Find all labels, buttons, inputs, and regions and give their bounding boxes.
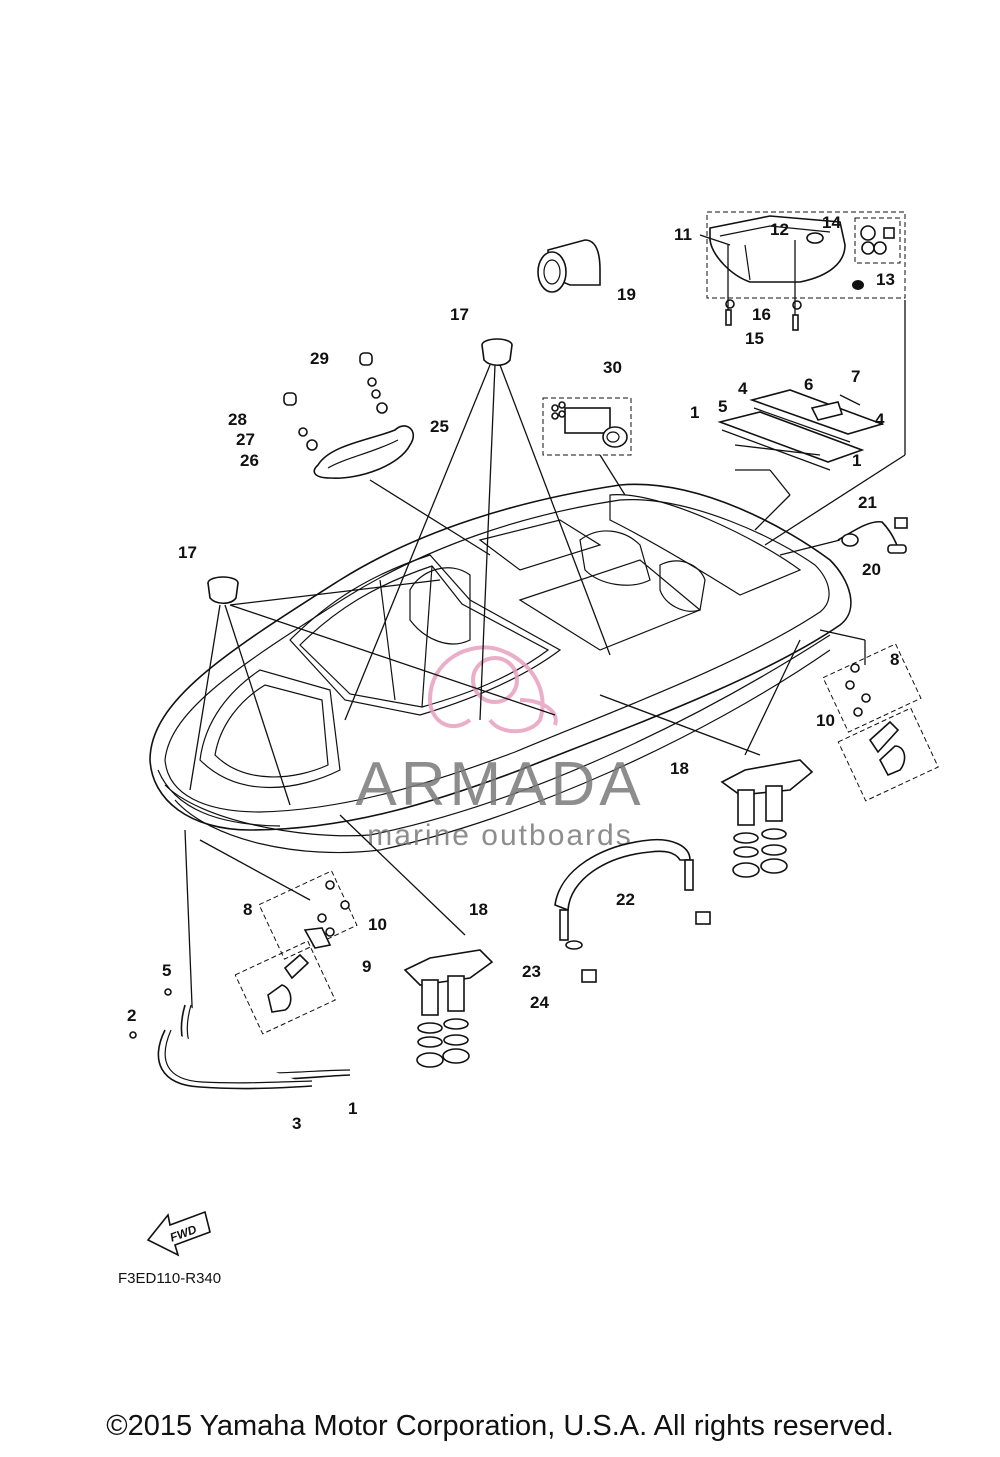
grab-handle	[313, 425, 415, 479]
callout-4b: 4	[875, 410, 885, 429]
diagram-code: F3ED110-R340	[118, 1270, 221, 1287]
callout-14: 14	[822, 213, 841, 232]
cleat-right	[720, 759, 814, 878]
callout-6: 6	[804, 375, 813, 394]
callout-5a: 5	[718, 397, 727, 416]
watermark-name: ARMADA	[355, 750, 644, 819]
callout-1b: 1	[852, 451, 861, 470]
callout-22: 22	[616, 890, 635, 909]
callout-25: 25	[430, 417, 449, 436]
armada-logo-icon	[428, 645, 558, 734]
cup-holder-left	[207, 576, 239, 605]
callout-8-left: 8	[243, 900, 252, 919]
callout-2: 2	[127, 1006, 136, 1025]
callout-labels: 11 12 14 13 16 15 19 17 29 30 4 6 7 5 1 …	[127, 213, 899, 1133]
handle-fasteners	[283, 352, 388, 451]
kit-30	[542, 397, 632, 456]
callout-20: 20	[862, 560, 881, 579]
callout-29: 29	[310, 349, 329, 368]
callout-26: 26	[240, 451, 259, 470]
callout-1c: 1	[348, 1099, 357, 1118]
bracket-kit-right	[822, 643, 939, 802]
callout-30: 30	[603, 358, 622, 377]
callout-7: 7	[851, 367, 860, 386]
bow-rail	[554, 838, 711, 983]
callout-11: 11	[674, 225, 692, 244]
drain-hose	[837, 517, 908, 554]
callout-18-right: 18	[670, 759, 689, 778]
kit-11	[706, 211, 906, 331]
rail-assembly	[717, 389, 885, 471]
callout-28: 28	[228, 410, 247, 429]
callout-13: 13	[876, 270, 895, 289]
callout-1a: 1	[690, 403, 699, 422]
callout-21: 21	[858, 493, 877, 512]
callout-17-top: 17	[450, 305, 469, 324]
callout-16: 16	[752, 305, 771, 324]
callout-3: 3	[292, 1114, 301, 1133]
forward-arrow-icon: FWD	[146, 1210, 211, 1257]
callout-15: 15	[745, 329, 764, 348]
copyright-notice: ©2015 Yamaha Motor Corporation, U.S.A. A…	[106, 1410, 894, 1442]
callout-5b: 5	[162, 961, 171, 980]
leader-lines	[184, 300, 906, 1081]
bracket-kit-left	[234, 870, 358, 1035]
armada-watermark: ARMADA marine outboards	[355, 645, 644, 852]
rub-strips	[129, 988, 351, 1090]
callout-19: 19	[617, 285, 636, 304]
callout-10-right: 10	[816, 711, 835, 730]
callout-8-right: 8	[890, 650, 899, 669]
callout-4a: 4	[738, 379, 748, 398]
cup-holder-top	[481, 338, 513, 367]
callout-27: 27	[236, 430, 255, 449]
callout-10-left: 10	[368, 915, 387, 934]
cleat-left	[403, 949, 494, 1068]
callout-23: 23	[522, 962, 541, 981]
callout-12: 12	[770, 220, 789, 239]
watermark-tagline: marine outboards	[367, 819, 632, 852]
rear-light	[537, 239, 601, 293]
callout-24: 24	[530, 993, 549, 1012]
callout-18-left: 18	[469, 900, 488, 919]
callout-17-left: 17	[178, 543, 197, 562]
callout-9: 9	[362, 957, 371, 976]
